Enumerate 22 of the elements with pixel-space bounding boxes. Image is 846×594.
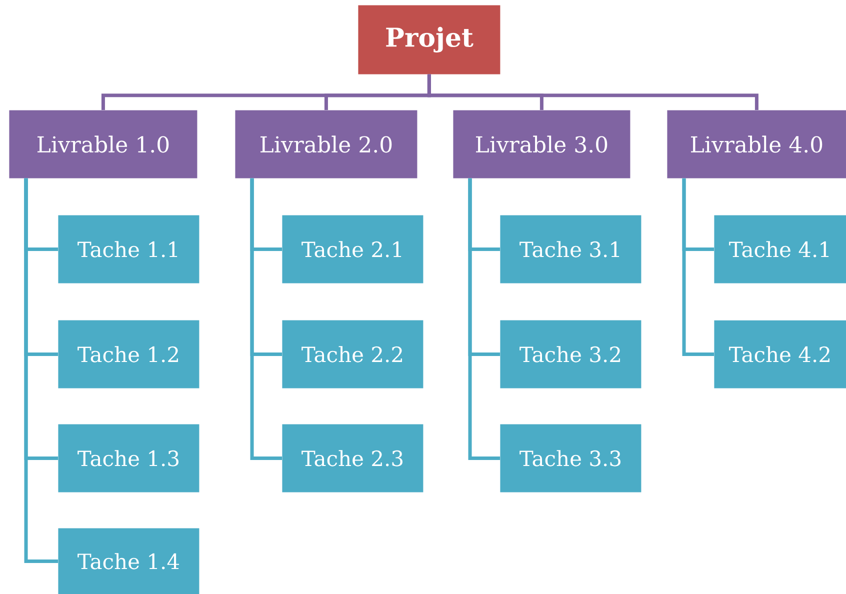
task-box: Tache 3.1 [500,215,642,284]
task-box: Tache 3.3 [500,424,642,492]
deliverable-box: Livrable 3.0 [453,110,630,178]
task-box: Tache 1.1 [58,215,200,284]
task-box: Tache 2.2 [282,320,424,388]
task-box: Tache 2.1 [282,215,424,284]
task-box: Tache 1.4 [58,528,200,594]
task-box: Tache 4.1 [714,215,846,284]
deliverable-box: Livrable 1.0 [9,110,198,178]
task-box: Tache 1.2 [58,320,200,388]
root-box: Projet [358,5,500,74]
connector-line [468,178,500,460]
connector-line [427,74,758,110]
connector-line [250,178,282,460]
task-box: Tache 4.2 [714,320,846,388]
deliverable-box: Livrable 4.0 [667,110,846,178]
connector-line [24,178,58,563]
task-box: Tache 2.3 [282,424,424,492]
deliverable-box: Livrable 2.0 [235,110,418,178]
connector-line [682,178,714,356]
task-box: Tache 1.3 [58,424,200,492]
task-box: Tache 3.2 [500,320,642,388]
